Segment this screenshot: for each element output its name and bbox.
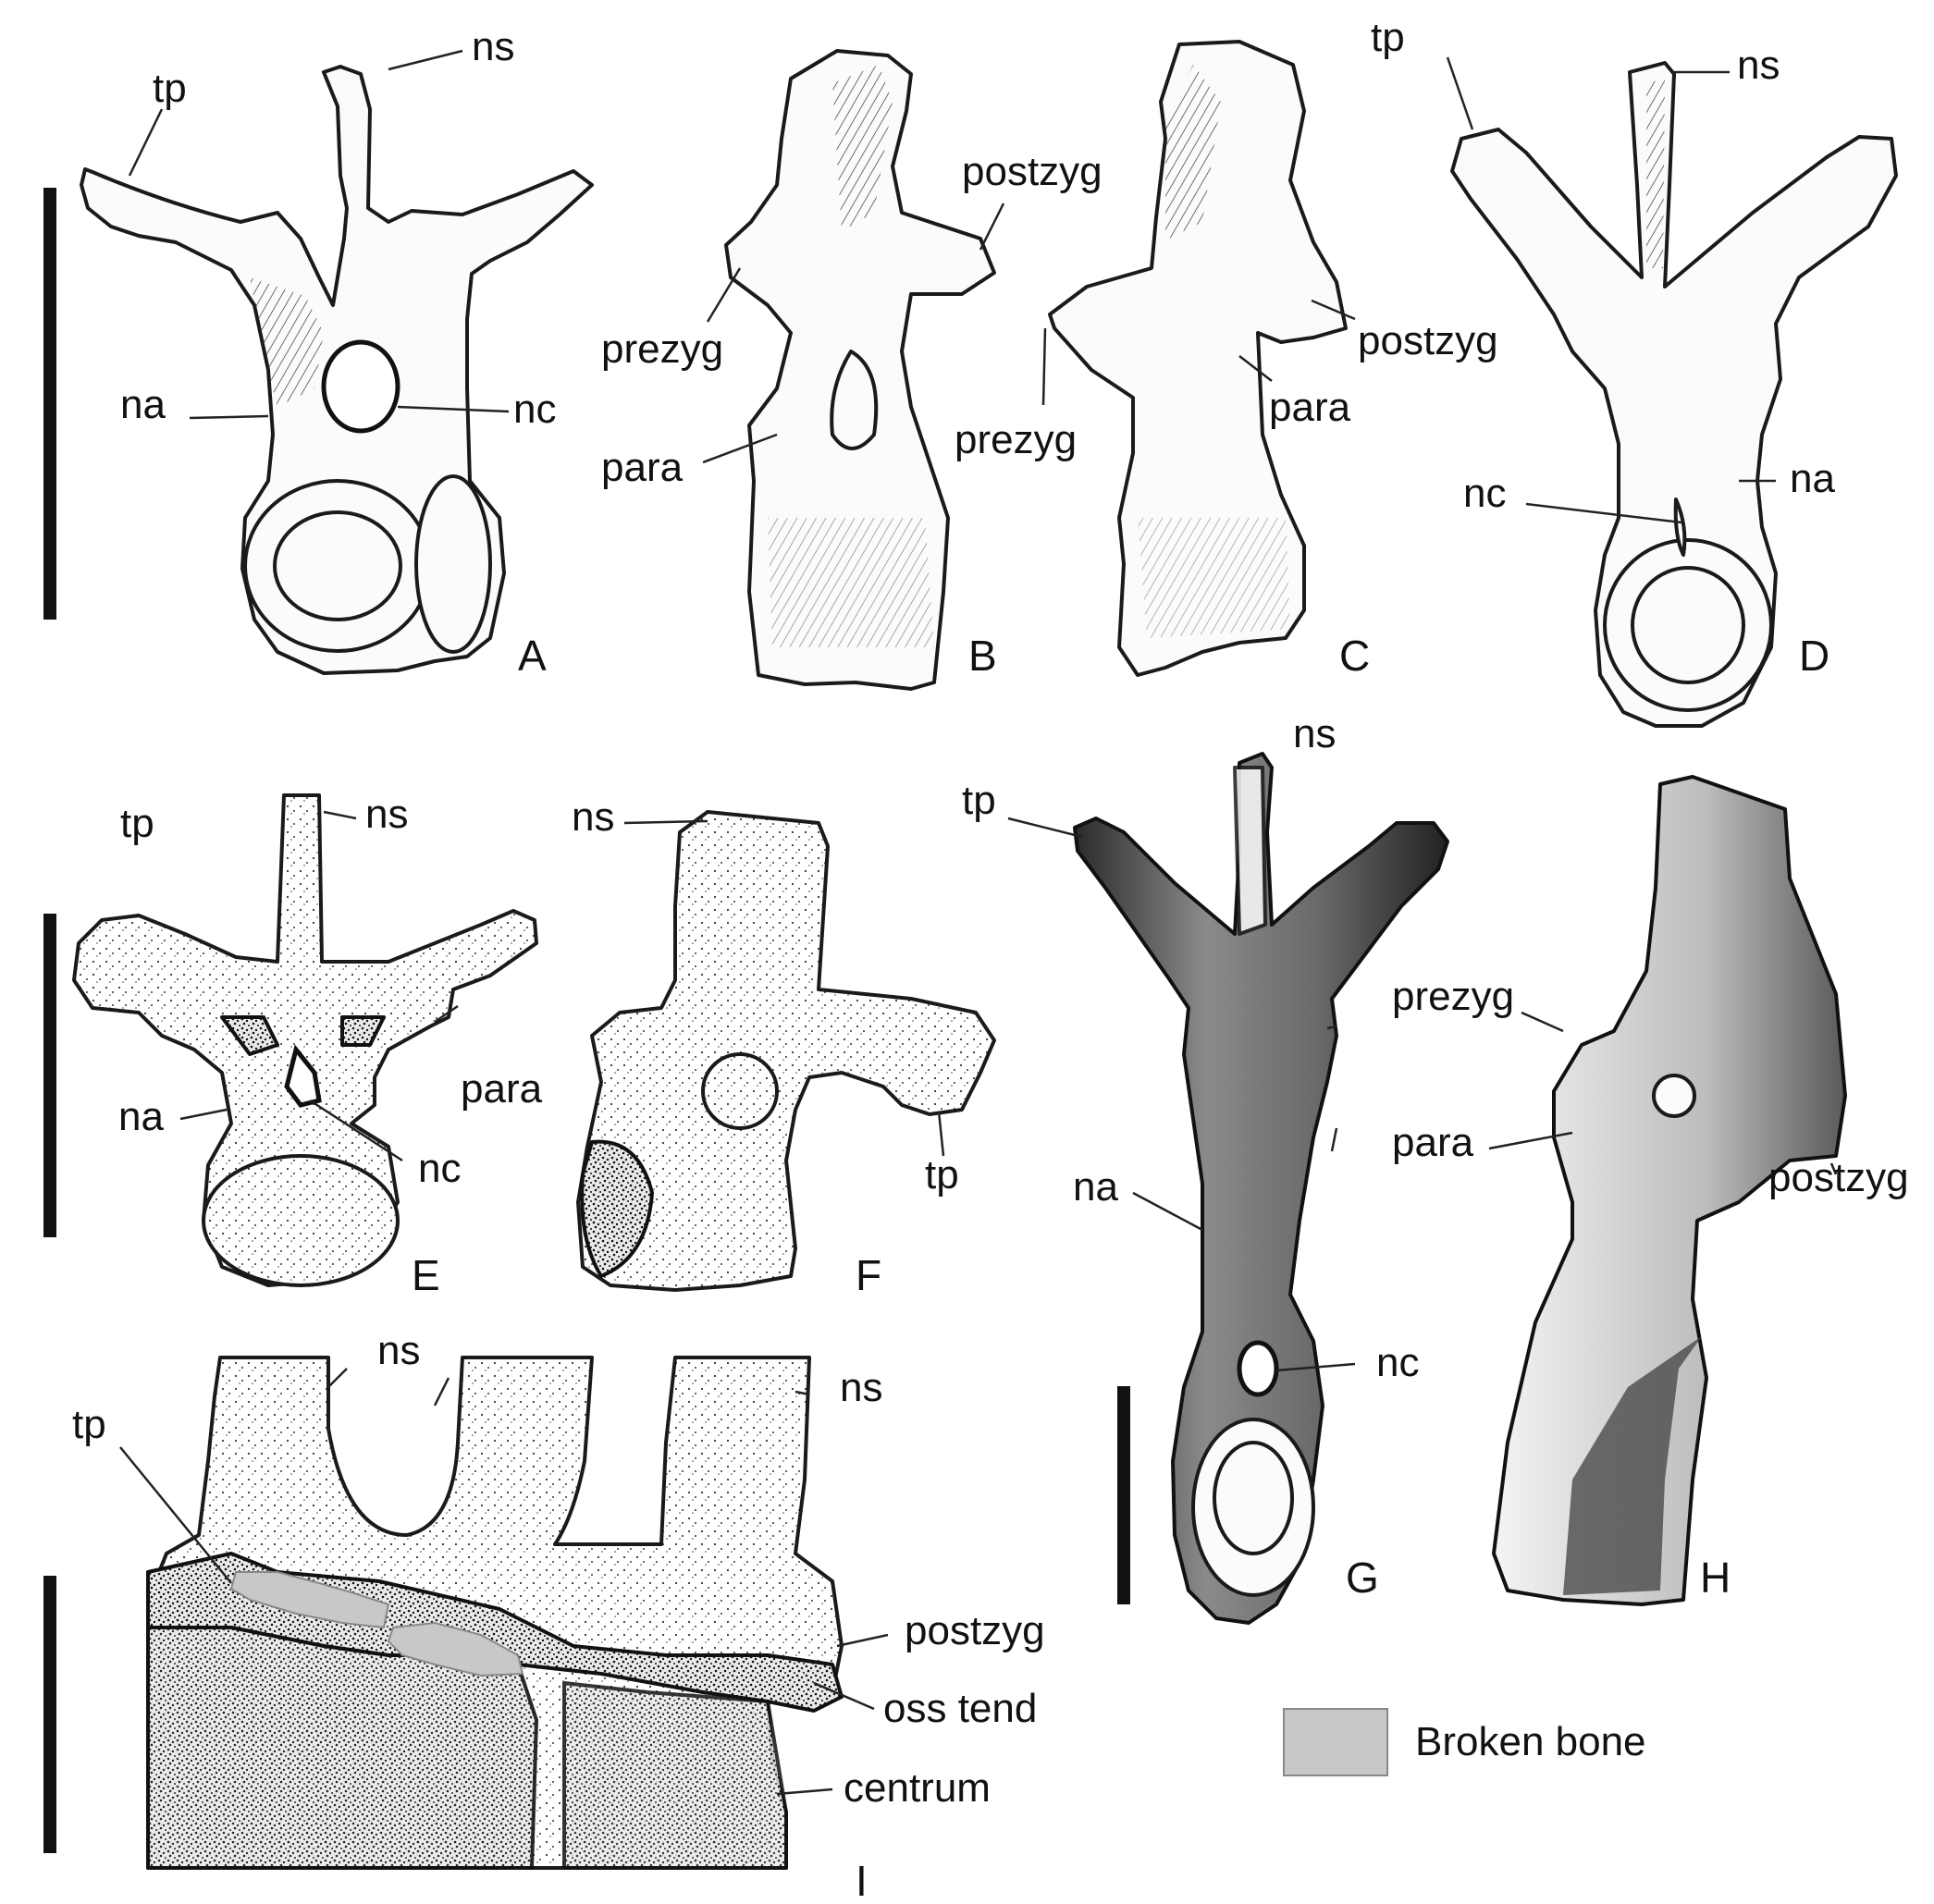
label-i-tp: tp — [72, 1402, 106, 1447]
label-e-na: na — [118, 1094, 164, 1139]
label-f-ns: ns — [572, 794, 614, 840]
label-b-para: para — [601, 445, 684, 490]
label-e-para: para — [461, 1066, 543, 1112]
panel-letter-b: B — [968, 632, 997, 680]
scale-bar-i — [43, 1576, 56, 1853]
label-g-tp: tp — [962, 778, 996, 823]
label-i-centrum: centrum — [844, 1765, 991, 1811]
neural-canal-a — [321, 339, 400, 434]
leader-lines — [119, 49, 1838, 1796]
label-i-postzyg: postzyg — [905, 1608, 1045, 1653]
anatomical-labels: ns tp na nc postzyg prezyg para postzyg … — [72, 15, 1909, 1811]
panel-a-drawing — [43, 65, 594, 675]
panel-letters: A B C D E F G H I — [412, 632, 1829, 1904]
label-a-tp: tp — [153, 66, 187, 111]
label-h-postzyg: postzyg — [1768, 1155, 1909, 1200]
panel-letter-i: I — [856, 1857, 868, 1904]
panel-h-drawing — [1492, 775, 1847, 1606]
broken-bone-region-2 — [387, 1621, 524, 1677]
label-d-ns: ns — [1737, 43, 1780, 88]
label-f-tp: tp — [925, 1152, 959, 1198]
panel-g-drawing — [1073, 752, 1449, 1625]
panel-d-drawing — [1450, 61, 1898, 728]
panel-letter-h: H — [1700, 1554, 1731, 1602]
panel-b-drawing — [724, 49, 996, 691]
broken-bone-region-1 — [229, 1571, 390, 1629]
label-d-tp: tp — [1371, 15, 1405, 60]
panel-i-drawing — [43, 1356, 844, 1870]
legend-label-broken-bone: Broken bone — [1415, 1719, 1646, 1764]
label-a-ns: ns — [472, 24, 514, 69]
scale-bar-g — [1117, 1386, 1130, 1604]
panel-letter-e: E — [412, 1251, 440, 1299]
label-g-nc: nc — [1376, 1340, 1419, 1385]
panel-letter-f: F — [856, 1251, 881, 1299]
label-i-oss-tend: oss tend — [883, 1686, 1037, 1731]
label-e-nc: nc — [418, 1146, 461, 1191]
neural-canal-g — [1237, 1340, 1279, 1397]
panel-letter-d: D — [1799, 632, 1829, 680]
panel-e-drawing — [43, 793, 538, 1287]
label-c-prezyg: prezyg — [955, 417, 1077, 462]
label-b-postzyg: postzyg — [962, 149, 1103, 194]
label-g-para: para — [1392, 1120, 1474, 1165]
label-d-nc: nc — [1463, 471, 1506, 516]
label-i-ns-2: ns — [840, 1365, 882, 1410]
panel-letter-c: C — [1339, 632, 1370, 680]
panel-letter-g: G — [1346, 1554, 1379, 1602]
label-e-tp: tp — [120, 801, 154, 846]
scale-bar-e — [43, 914, 56, 1237]
label-i-ns-1: ns — [377, 1328, 420, 1373]
panel-f-drawing — [576, 810, 996, 1292]
label-g-na: na — [1073, 1164, 1118, 1210]
panel-letter-a: A — [518, 632, 547, 680]
label-g-ns: ns — [1293, 711, 1336, 756]
label-g-prezyg: prezyg — [1392, 974, 1514, 1019]
legend-swatch-broken-bone — [1283, 1708, 1388, 1776]
scale-bar-a — [43, 188, 56, 620]
label-d-na: na — [1790, 456, 1835, 501]
label-a-nc: nc — [513, 387, 556, 432]
label-c-postzyg: postzyg — [1358, 318, 1498, 363]
legend: Broken bone — [1283, 1708, 1646, 1776]
label-a-na: na — [120, 382, 166, 427]
label-e-ns: ns — [365, 792, 408, 837]
label-c-para: para — [1269, 385, 1351, 430]
label-b-prezyg: prezyg — [601, 326, 723, 372]
panel-c-drawing — [1048, 40, 1348, 677]
